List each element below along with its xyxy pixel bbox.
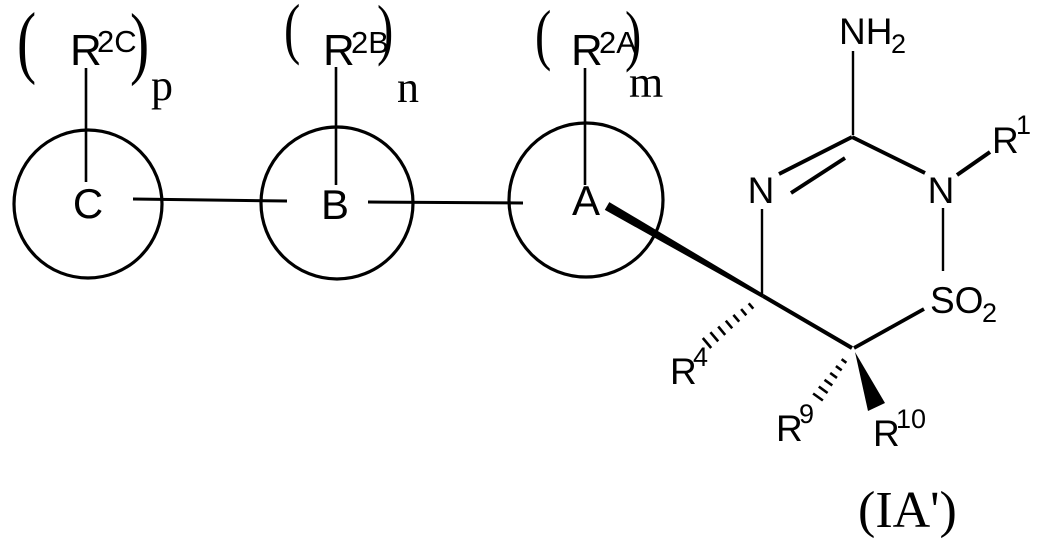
bold-bond-ring-a-c4 (604, 202, 764, 298)
hash-bond-c3-r9 (812, 358, 848, 402)
hash-mark (812, 392, 824, 402)
bond-c-nright (851, 135, 926, 175)
hash-mark (823, 378, 834, 387)
thiadiazine-ring-bonds (760, 51, 992, 350)
thiadiazine-labels: NH 2 N N R 1 SO 2 R 4 R 9 R 10 (670, 11, 1031, 454)
ring-c-label: C (73, 180, 103, 227)
ring-b-label: B (321, 181, 349, 228)
hash-mark (717, 325, 727, 336)
wedge-bond-c3-r10 (855, 352, 885, 411)
hash-mark (740, 308, 748, 317)
ring-a-circle (507, 121, 665, 279)
r2a-count-subscript: m (629, 58, 663, 107)
r10-superscript: 10 (896, 404, 926, 434)
substituent-group-c: ( R 2C ) p C (12, 0, 173, 280)
substituent-group-b: ( R 2B ) n B (259, 0, 419, 281)
double-bond-c-nleft-inner (789, 156, 847, 195)
bond-ring-c-ring-b (132, 197, 288, 203)
r2c-paren-close: ) (130, 0, 149, 87)
bond-c4-c3 (761, 294, 854, 350)
bond-ring-b-ring-a (367, 200, 524, 205)
substituent-group-a: ( R 2A ) m A (507, 0, 665, 279)
r2a-paren-open: ( (535, 0, 551, 72)
r4-label: R (670, 351, 697, 392)
hash-mark (701, 337, 713, 349)
hash-mark (840, 358, 848, 364)
double-bond-c-nleft-outer (778, 135, 853, 176)
bond-nright-r1 (955, 150, 992, 177)
r2b-superscript: 2B (351, 25, 389, 60)
ring-c-circle (12, 128, 164, 280)
hash-mark (829, 371, 838, 379)
bond-so2-c3 (853, 307, 925, 350)
n-left-label: N (748, 170, 775, 211)
r2b-count-subscript: n (397, 63, 419, 112)
ring-a-label: A (572, 177, 600, 224)
r1-superscript: 1 (1016, 110, 1031, 140)
so2-label: SO (930, 280, 983, 321)
r2c-paren-open: ( (17, 0, 36, 86)
r4-superscript: 4 (693, 342, 708, 372)
r10-label: R (873, 413, 900, 454)
r2c-base-label: R (70, 26, 102, 75)
hash-bond-c4-r4 (701, 302, 755, 349)
hash-mark (818, 385, 829, 395)
hash-mark (747, 302, 755, 310)
so2-subscript: 2 (982, 298, 997, 328)
amino-label: NH (839, 11, 892, 52)
hash-mark (732, 314, 741, 323)
r2a-superscript: 2A (599, 25, 637, 60)
r2c-count-subscript: p (151, 61, 173, 110)
r2a-paren-close: ) (625, 0, 641, 73)
n-right-label: N (928, 170, 955, 211)
r1-label: R (992, 120, 1019, 161)
amino-subscript: 2 (891, 29, 906, 59)
r2a-base-label: R (571, 26, 603, 75)
formula-id-label: (IA') (858, 482, 957, 539)
r9-superscript: 9 (799, 399, 814, 429)
r2b-base-label: R (323, 26, 355, 75)
r9-label: R (776, 408, 803, 449)
hash-mark (835, 365, 843, 372)
r2b-paren-close: ) (377, 0, 393, 67)
hash-mark (724, 319, 734, 330)
r2b-paren-open: ( (284, 0, 300, 66)
hash-mark (709, 331, 720, 343)
r2c-superscript: 2C (97, 24, 137, 59)
